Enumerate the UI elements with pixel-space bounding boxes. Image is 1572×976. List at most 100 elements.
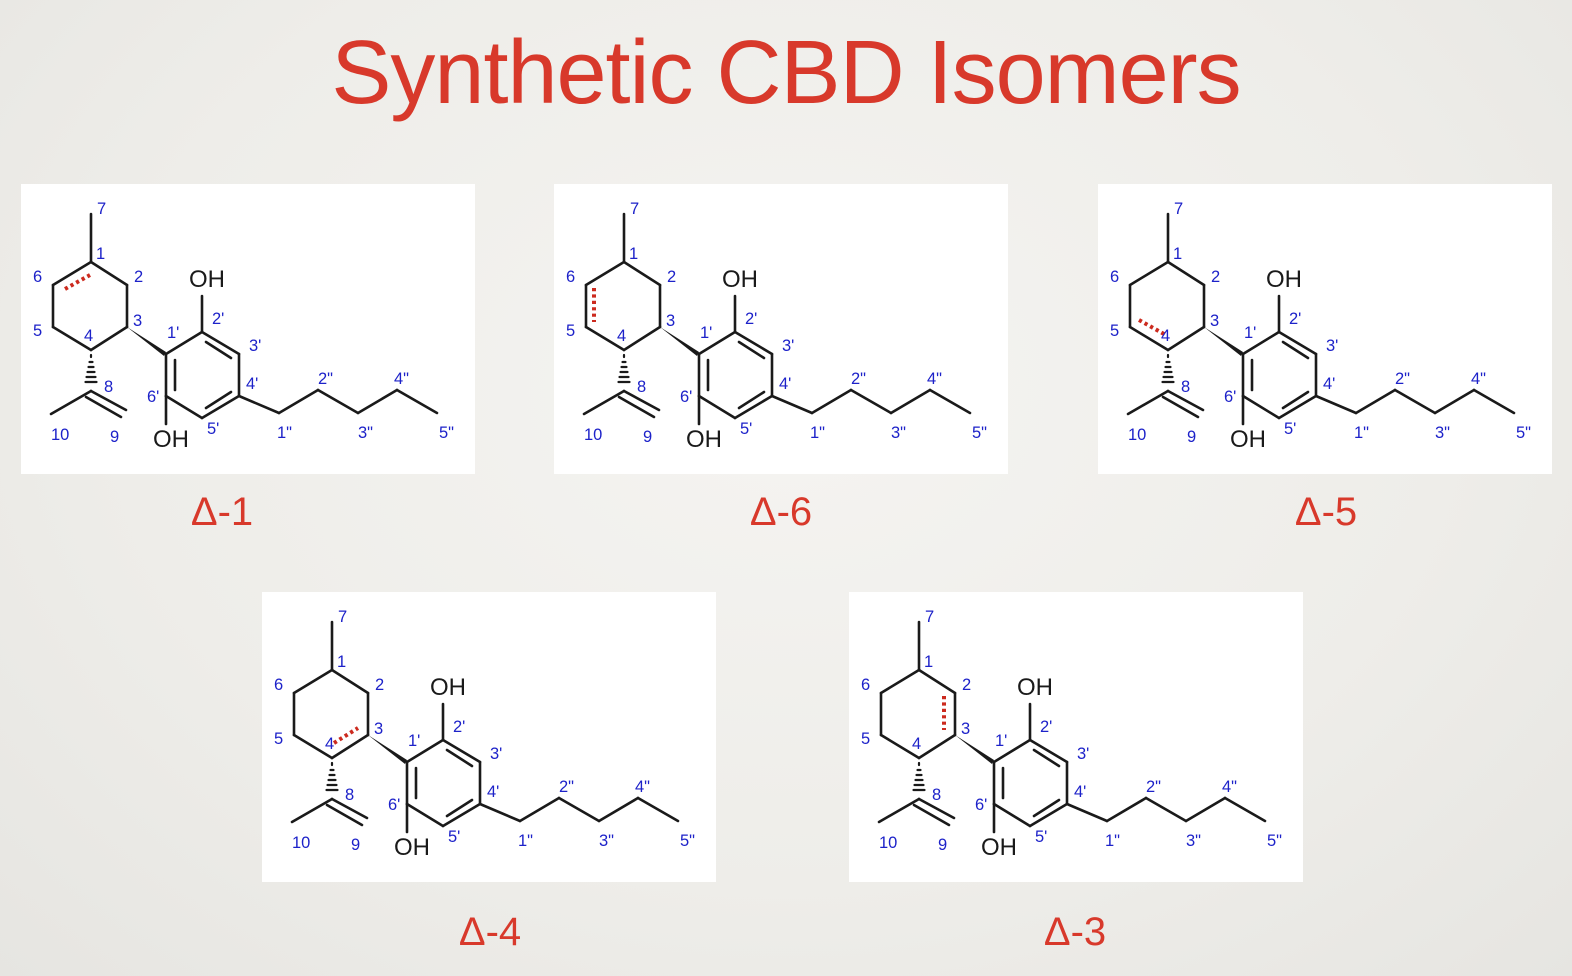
- svg-text:4': 4': [1323, 375, 1335, 393]
- hydroxyl-top-label: OH: [189, 266, 225, 293]
- svg-text:2: 2: [962, 676, 971, 694]
- svg-text:8: 8: [932, 786, 941, 804]
- bond-lines: [582, 212, 972, 426]
- structure-panel-delta-4: 7 1 2 3 4 5 6 8 9 10 1' 2' 3' 4' 5' 6' 1…: [262, 592, 716, 882]
- svg-text:6: 6: [33, 268, 42, 286]
- svg-text:3": 3": [358, 424, 373, 442]
- svg-text:1": 1": [810, 424, 825, 442]
- double-bond-marker: [1138, 318, 1165, 336]
- svg-text:3': 3': [249, 337, 261, 355]
- svg-text:3": 3": [599, 832, 614, 850]
- svg-text:3': 3': [1326, 337, 1338, 355]
- molecule-diagram: 7 1 2 3 4 5 6 8 9 10 1' 2' 3' 4' 5' 6' 1…: [566, 200, 987, 453]
- svg-text:1: 1: [924, 653, 933, 671]
- hydroxyl-bottom-label: OH: [1230, 426, 1266, 453]
- svg-text:2': 2': [1040, 718, 1052, 736]
- hydroxyl-bottom-label: OH: [153, 426, 189, 453]
- svg-text:1": 1": [1354, 424, 1369, 442]
- svg-text:8: 8: [637, 378, 646, 396]
- molecule-diagram: 7 1 2 3 4 5 6 8 9 10 1' 2' 3' 4' 5' 6' 1…: [1110, 200, 1531, 453]
- svg-text:4: 4: [912, 735, 921, 753]
- hydroxyl-bottom-label: OH: [394, 834, 430, 861]
- svg-text:8: 8: [104, 378, 113, 396]
- svg-text:7: 7: [630, 200, 639, 218]
- double-bond-marker: [64, 273, 91, 291]
- svg-text:3': 3': [490, 745, 502, 763]
- svg-text:6: 6: [1110, 268, 1119, 286]
- svg-text:2: 2: [1211, 268, 1220, 286]
- svg-text:3: 3: [1210, 312, 1219, 330]
- bond-lines: [49, 212, 439, 426]
- svg-text:4: 4: [84, 327, 93, 345]
- svg-text:7: 7: [338, 608, 347, 626]
- svg-text:10: 10: [879, 834, 897, 852]
- svg-text:2": 2": [559, 778, 574, 796]
- svg-text:6': 6': [680, 388, 692, 406]
- svg-text:2: 2: [667, 268, 676, 286]
- svg-text:1': 1': [700, 324, 712, 342]
- svg-text:4: 4: [617, 327, 626, 345]
- hydroxyl-top-label: OH: [430, 674, 466, 701]
- svg-text:1: 1: [629, 245, 638, 263]
- svg-text:5': 5': [1035, 828, 1047, 846]
- isomer-caption: Δ-3: [1043, 910, 1107, 954]
- structure-panel-delta-3: 7 1 2 3 4 5 6 8 9 10 1' 2' 3' 4' 5' 6' 1…: [849, 592, 1303, 882]
- svg-text:1': 1': [408, 732, 420, 750]
- svg-text:5": 5": [1516, 424, 1531, 442]
- svg-text:1': 1': [1244, 324, 1256, 342]
- svg-text:5": 5": [680, 832, 695, 850]
- hydroxyl-top-label: OH: [722, 266, 758, 293]
- svg-text:3": 3": [1186, 832, 1201, 850]
- svg-text:1': 1': [167, 324, 179, 342]
- svg-text:4: 4: [1161, 327, 1170, 345]
- structure-panel-delta-5: 7 1 2 3 4 5 6 8 9 10 1' 2' 3' 4' 5' 6' 1…: [1098, 184, 1552, 474]
- svg-text:5": 5": [972, 424, 987, 442]
- bond-lines: [290, 620, 680, 834]
- atom-labels: 7 1 2 3 4 5 6 8 9 10 1' 2' 3' 4' 5' 6' 1…: [1110, 200, 1531, 446]
- svg-text:6': 6': [975, 796, 987, 814]
- svg-text:3': 3': [782, 337, 794, 355]
- svg-text:9: 9: [110, 428, 119, 446]
- svg-text:2": 2": [1395, 370, 1410, 388]
- svg-text:2: 2: [375, 676, 384, 694]
- svg-text:2: 2: [134, 268, 143, 286]
- svg-text:4': 4': [1074, 783, 1086, 801]
- svg-text:5: 5: [33, 322, 42, 340]
- svg-text:9: 9: [643, 428, 652, 446]
- svg-text:2": 2": [851, 370, 866, 388]
- svg-text:4': 4': [246, 375, 258, 393]
- svg-text:3: 3: [666, 312, 675, 330]
- svg-text:4': 4': [487, 783, 499, 801]
- svg-text:10: 10: [584, 426, 602, 444]
- svg-text:4": 4": [927, 370, 942, 388]
- svg-text:4": 4": [1471, 370, 1486, 388]
- svg-text:1': 1': [995, 732, 1007, 750]
- svg-text:4": 4": [1222, 778, 1237, 796]
- svg-text:3": 3": [891, 424, 906, 442]
- svg-text:9: 9: [1187, 428, 1196, 446]
- svg-text:2": 2": [1146, 778, 1161, 796]
- svg-text:8: 8: [345, 786, 354, 804]
- hydroxyl-bottom-label: OH: [981, 834, 1017, 861]
- svg-text:1": 1": [518, 832, 533, 850]
- svg-text:8: 8: [1181, 378, 1190, 396]
- molecule-diagram: 7 1 2 3 4 5 6 8 9 10 1' 2' 3' 4' 5' 6' 1…: [861, 608, 1282, 861]
- molecule-diagram: 7 1 2 3 4 5 6 8 9 10 1' 2' 3' 4' 5' 6' 1…: [33, 200, 454, 453]
- page-title: Synthetic CBD Isomers: [331, 23, 1241, 123]
- svg-text:5: 5: [861, 730, 870, 748]
- svg-text:3': 3': [1077, 745, 1089, 763]
- svg-text:1: 1: [1173, 245, 1182, 263]
- svg-text:6': 6': [147, 388, 159, 406]
- svg-text:10: 10: [51, 426, 69, 444]
- atom-labels: 7 1 2 3 4 5 6 8 9 10 1' 2' 3' 4' 5' 6' 1…: [861, 608, 1282, 854]
- svg-text:2': 2': [453, 718, 465, 736]
- atom-labels: 7 1 2 3 4 5 6 8 9 10 1' 2' 3' 4' 5' 6' 1…: [566, 200, 987, 446]
- svg-text:6: 6: [861, 676, 870, 694]
- structure-panel-delta-6: 7 1 2 3 4 5 6 8 9 10 1' 2' 3' 4' 5' 6' 1…: [554, 184, 1008, 474]
- bond-lines: [877, 620, 1267, 834]
- svg-text:5: 5: [1110, 322, 1119, 340]
- svg-text:9: 9: [351, 836, 360, 854]
- bond-lines: [1126, 212, 1516, 426]
- svg-text:5': 5': [1284, 420, 1296, 438]
- isomer-caption: Δ-6: [749, 490, 813, 534]
